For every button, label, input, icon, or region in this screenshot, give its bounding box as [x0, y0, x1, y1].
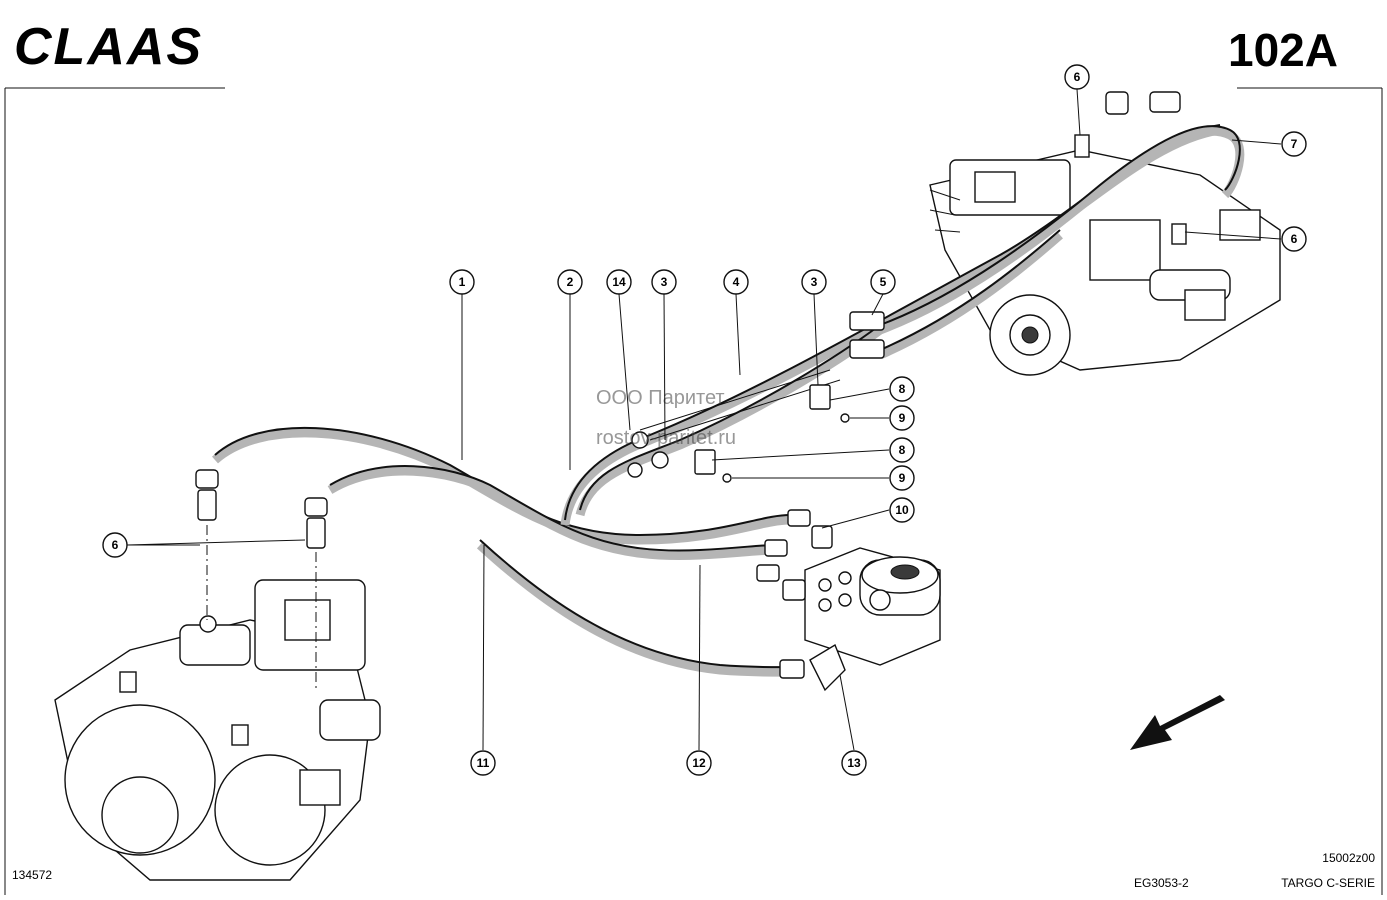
callout-4: 4 — [723, 269, 749, 295]
callout-14: 14 — [606, 269, 632, 295]
callout-6c: 6 — [102, 532, 128, 558]
hose-12 — [479, 539, 801, 669]
watermark-company: ООО Паритет — [596, 387, 725, 409]
direction-arrow — [1130, 695, 1225, 750]
callout-3b: 3 — [801, 269, 827, 295]
hose-5 — [879, 125, 1241, 326]
svg-text:11: 11 — [477, 756, 490, 770]
hose-set — [212, 124, 1245, 677]
page-number: 102A — [1228, 24, 1338, 76]
callout-12: 12 — [686, 750, 712, 776]
callout-6b: 6 — [1281, 226, 1307, 252]
svg-text:9: 9 — [899, 411, 906, 425]
svg-text:8: 8 — [899, 382, 906, 396]
svg-text:7: 7 — [1291, 137, 1298, 151]
drawing-ref: EG3053-2 — [1134, 876, 1189, 890]
callout-5: 5 — [870, 269, 896, 295]
fittings — [195, 91, 1181, 692]
front-axle-assembly — [54, 579, 381, 881]
callout-1: 1 — [449, 269, 475, 295]
svg-text:12: 12 — [692, 756, 706, 770]
svg-text:6: 6 — [1074, 70, 1081, 84]
pipe-4 — [639, 369, 841, 441]
svg-text:6: 6 — [1291, 232, 1298, 246]
svg-text:13: 13 — [847, 756, 861, 770]
svg-text:5: 5 — [880, 275, 887, 289]
hose-5b — [879, 229, 1061, 351]
hose-11 — [329, 465, 776, 552]
svg-text:4: 4 — [733, 275, 740, 289]
svg-text:9: 9 — [899, 471, 906, 485]
image-number: 134572 — [12, 868, 52, 882]
callout-3a: 3 — [651, 269, 677, 295]
series-code: 15002z00 — [1322, 851, 1375, 865]
callout-11: 11 — [470, 750, 496, 776]
callout-10: 10 — [889, 497, 915, 523]
svg-text:2: 2 — [567, 275, 574, 289]
leader-lines — [126, 88, 1282, 751]
callout-8a: 8 — [889, 376, 915, 402]
callout-9a: 9 — [889, 405, 915, 431]
callout-13: 13 — [841, 750, 867, 776]
header-frame — [4, 87, 1383, 895]
callout-2: 2 — [557, 269, 583, 295]
svg-text:14: 14 — [612, 275, 626, 289]
svg-text:3: 3 — [661, 275, 668, 289]
svg-text:3: 3 — [811, 275, 818, 289]
svg-text:10: 10 — [895, 503, 909, 517]
callout-6a: 6 — [1064, 64, 1090, 90]
callout-7: 7 — [1281, 131, 1307, 157]
rear-axle-assembly — [929, 134, 1281, 376]
steering-unit — [804, 547, 941, 666]
claas-logo: CLAAS — [14, 18, 203, 76]
watermark-url: rostov-paritet.ru — [596, 427, 736, 449]
callout-8b: 8 — [889, 437, 915, 463]
series-name: TARGO C-SERIE — [1281, 876, 1375, 890]
callout-9b: 9 — [889, 465, 915, 491]
hose-4 — [579, 324, 881, 511]
centre-lines — [206, 525, 317, 690]
svg-text:8: 8 — [899, 443, 906, 457]
svg-text:1: 1 — [459, 275, 466, 289]
svg-text:6: 6 — [112, 538, 119, 552]
